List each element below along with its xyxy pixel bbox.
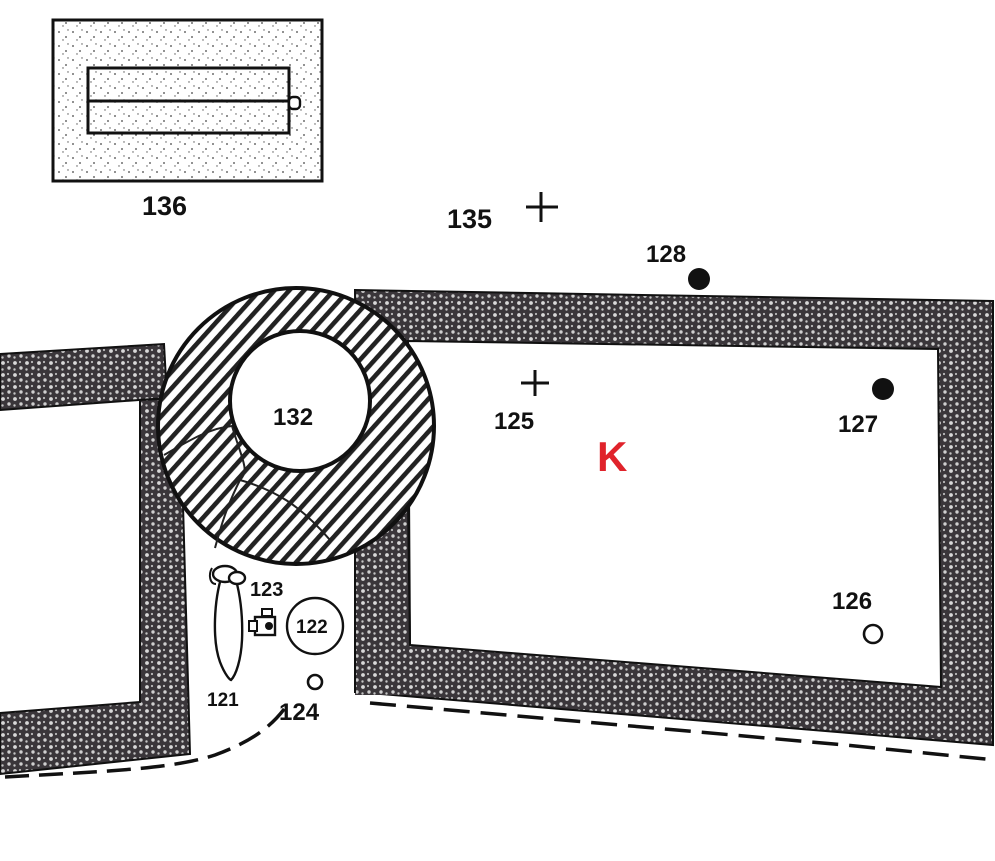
label-121: 121: [207, 690, 239, 711]
marker-127-dot: [872, 378, 894, 400]
label-123: 123: [250, 579, 283, 601]
label-132: 132: [273, 404, 313, 431]
room-k-label: K: [597, 433, 627, 480]
marker-128-dot: [688, 268, 710, 290]
label-136: 136: [142, 191, 187, 221]
feature-132-round-structure: [156, 286, 436, 566]
feature-121-vessel: [208, 564, 247, 682]
feature-123-object: [248, 608, 277, 637]
label-126: 126: [832, 588, 872, 615]
marker-125-cross: [521, 370, 549, 396]
room-k-walls: [353, 288, 994, 747]
marker-135-cross: [526, 192, 558, 222]
feature-136-box: [51, 18, 324, 183]
label-124: 124: [279, 699, 320, 726]
marker-126-ring: [862, 623, 884, 645]
dashed-boundary: [4, 701, 995, 779]
feature-122-circle: [285, 596, 345, 656]
label-128: 128: [646, 241, 686, 268]
label-125: 125: [494, 408, 534, 435]
label-135: 135: [447, 204, 492, 234]
label-127: 127: [838, 411, 878, 438]
marker-124-ring: [306, 673, 324, 691]
label-122: 122: [296, 617, 328, 638]
